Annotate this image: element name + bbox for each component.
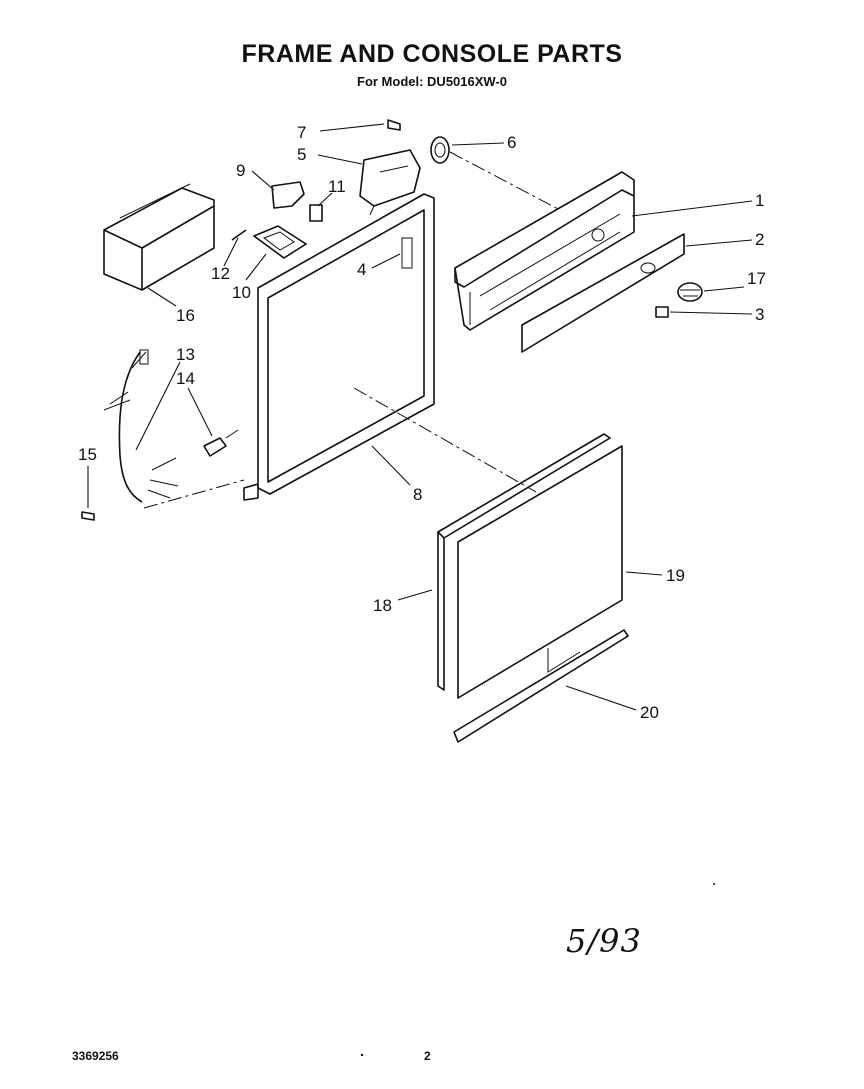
door-switch-part [271,181,305,209]
switch-actuator-part [309,204,323,222]
callout-15: 15 [78,445,97,464]
trim-strip-part [453,629,629,743]
callout-14: 14 [176,369,195,388]
door-panel-front-part [457,445,623,699]
spring-part [231,229,247,241]
callout-7: 7 [297,123,306,142]
callout-11: 11 [328,177,346,196]
callout-9: 9 [236,161,245,180]
callout-1: 1 [755,191,764,210]
page-number: 2 [424,1049,431,1063]
screw-part-7 [387,119,401,131]
stray-mark [713,883,715,885]
callout-10: 10 [232,283,251,302]
callout-3: 3 [755,305,764,324]
callout-19: 19 [666,566,685,585]
door-frame-part [243,193,435,501]
console-frame-part [454,171,635,331]
wire-harness-part [103,349,179,503]
callout-8: 8 [413,485,422,504]
stray-mark [360,1053,364,1057]
knob-part [677,282,703,302]
connector-part [203,429,239,457]
callout-12: 12 [211,264,230,283]
model-subtitle: For Model: DU5016XW-0 [357,74,507,89]
callout-18: 18 [373,596,392,615]
callout-5: 5 [297,145,306,164]
button-part [655,306,669,318]
callout-2: 2 [755,230,764,249]
callout-20: 20 [640,703,659,722]
control-housing-part [103,183,215,291]
page-title: FRAME AND CONSOLE PARTS [241,40,623,68]
handwritten-date: 5/93 [566,922,642,960]
callout-13: 13 [176,345,195,364]
callout-17: 17 [747,269,766,288]
leader-lines [87,123,753,711]
switch-bracket-part [253,225,307,259]
part-number: 3369256 [72,1049,119,1063]
callout-4: 4 [357,260,366,279]
console-panel-part [521,233,685,353]
timer-bracket-part [359,149,421,216]
selector-cam-part [430,136,450,164]
door-panel-part [437,433,611,691]
screw-part-15 [81,511,95,521]
callout-16: 16 [176,306,195,325]
callout-6: 6 [507,133,516,152]
